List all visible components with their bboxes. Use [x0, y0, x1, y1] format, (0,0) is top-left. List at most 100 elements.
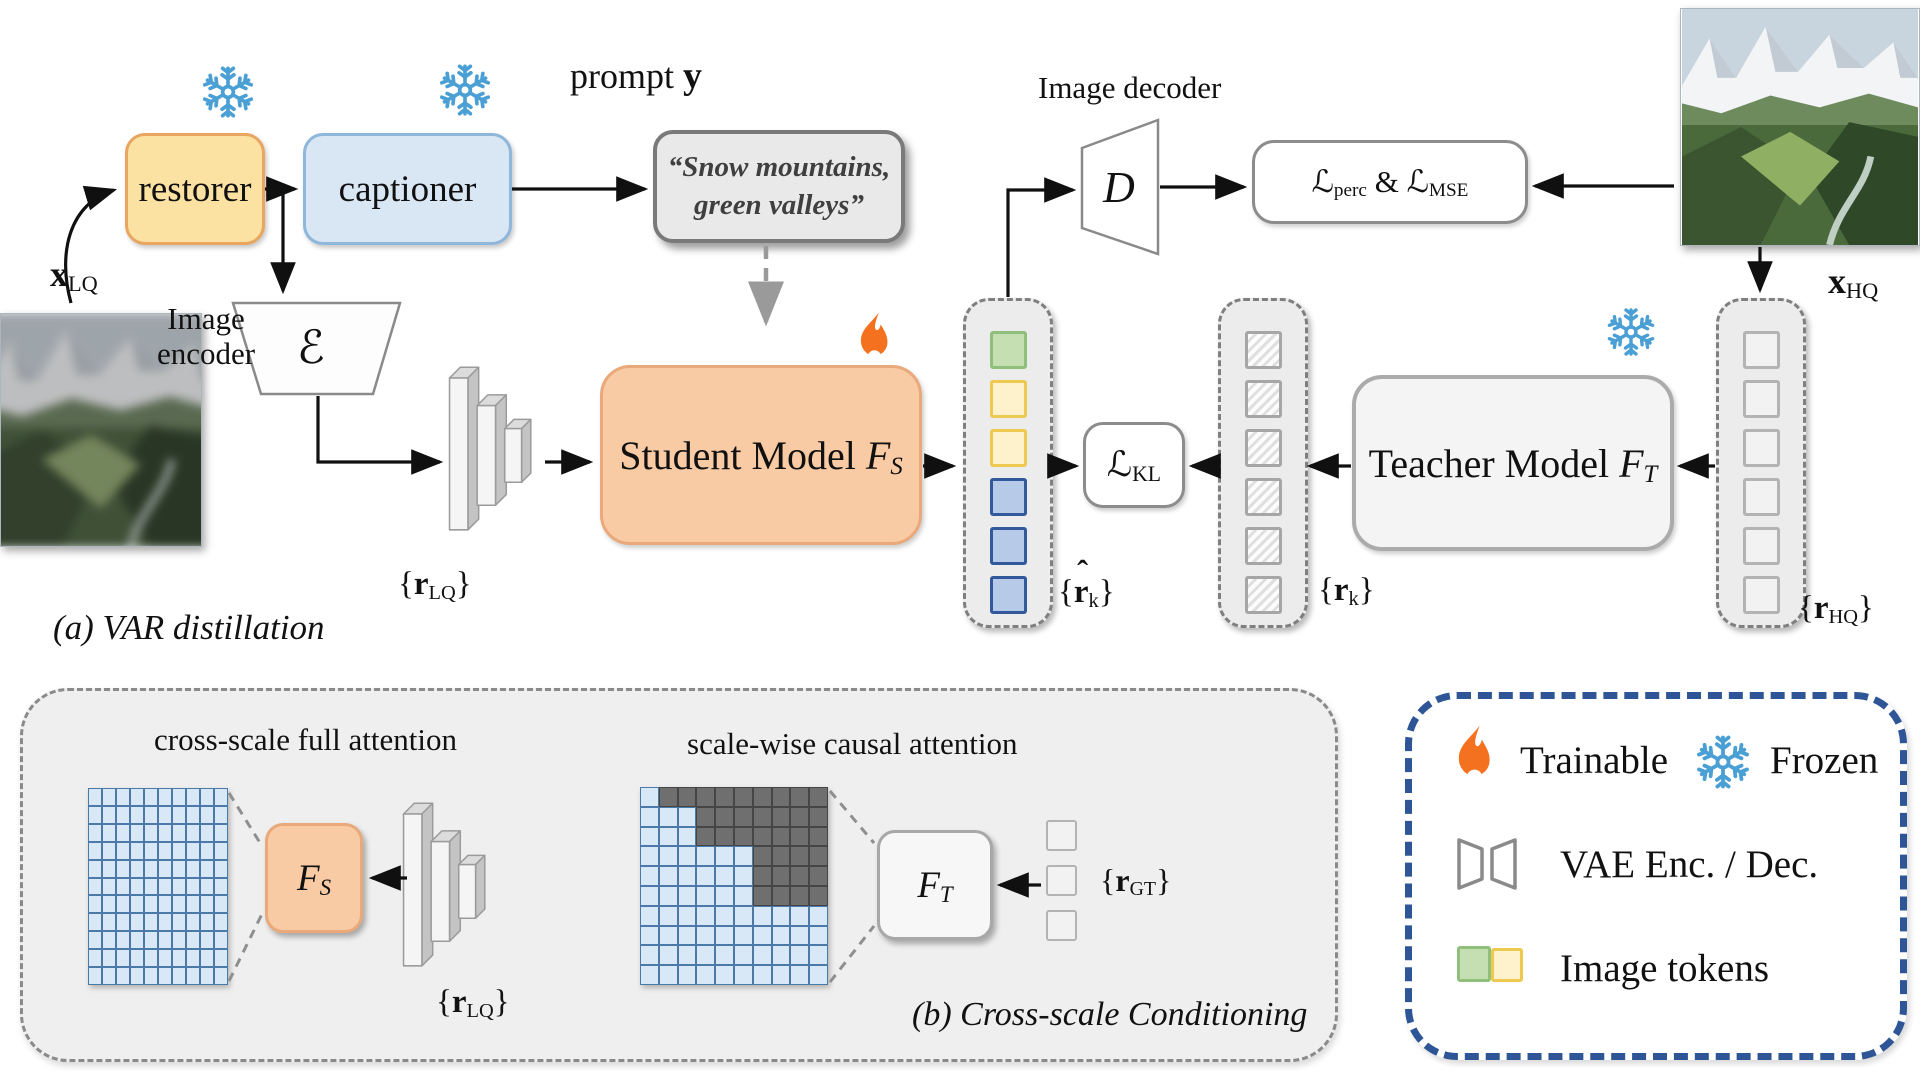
teacher-token-column	[1218, 298, 1308, 628]
attention-cell	[186, 949, 200, 968]
attention-cell	[790, 905, 810, 926]
attention-cell	[130, 895, 144, 914]
attention-cell	[200, 823, 214, 842]
attention-cell	[88, 788, 102, 806]
attention-cell	[172, 788, 186, 806]
full-attention-grid	[88, 788, 228, 985]
perc-mse-loss-box: ℒperc & ℒMSE	[1252, 140, 1528, 224]
attention-cell	[715, 787, 734, 807]
student-fs-box: FS	[265, 823, 363, 933]
frozen-snowflake-icon	[200, 64, 256, 120]
attention-cell	[130, 823, 144, 842]
full-attention-title: cross-scale full attention	[154, 722, 458, 757]
attention-cell	[144, 949, 158, 968]
feature-map-stack-top	[448, 366, 532, 531]
attention-cell	[88, 841, 102, 860]
attention-cell	[658, 787, 678, 807]
attention-cell	[790, 945, 810, 966]
attention-cell	[158, 877, 172, 896]
r-k-label: {rk}	[1318, 572, 1375, 610]
attention-cell	[790, 787, 810, 807]
attention-cell	[172, 859, 186, 878]
attention-cell	[116, 841, 130, 860]
attention-cell	[158, 805, 172, 824]
encoder-symbol: ℰ	[297, 322, 325, 373]
attention-cell	[130, 841, 144, 860]
attention-cell	[752, 885, 772, 906]
image-token-plain	[1742, 576, 1780, 614]
green-token-swatch	[1457, 946, 1491, 982]
attention-cell	[771, 905, 791, 926]
attention-cell	[640, 925, 659, 946]
attention-cell	[214, 895, 228, 914]
attention-cell	[144, 859, 158, 878]
attention-cell	[88, 967, 102, 985]
student-model-box: Student Model FS	[600, 365, 922, 545]
attention-cell	[733, 945, 753, 966]
attention-cell	[186, 931, 200, 950]
attention-cell	[677, 846, 697, 867]
attention-cell	[771, 787, 791, 807]
attention-cell	[640, 787, 659, 807]
attention-cell	[102, 895, 116, 914]
attention-cell	[130, 788, 144, 806]
hq-token-column	[1716, 298, 1806, 628]
attention-cell	[715, 826, 734, 847]
attention-cell	[696, 965, 716, 985]
image-token-hatch	[1244, 576, 1282, 614]
image-token-hatch	[1244, 527, 1282, 565]
attention-cell	[158, 859, 172, 878]
attention-cell	[214, 788, 228, 806]
attention-cell	[677, 787, 697, 807]
image-token-plain	[1046, 865, 1077, 896]
attention-cell	[172, 967, 186, 985]
attention-cell	[144, 805, 158, 824]
attention-cell	[752, 866, 772, 886]
attention-cell	[733, 925, 753, 946]
perc-mse-loss-label: ℒperc & ℒMSE	[1311, 164, 1469, 202]
image-token-plain	[1742, 380, 1780, 418]
attention-cell	[130, 877, 144, 896]
attention-cell	[214, 823, 228, 842]
attention-cell	[200, 913, 214, 932]
attention-cell	[186, 967, 200, 985]
attention-cell	[733, 965, 753, 985]
low-quality-input-image	[0, 313, 202, 547]
attention-cell	[752, 826, 772, 847]
attention-cell	[186, 877, 200, 896]
attention-cell	[752, 787, 772, 807]
attention-cell	[144, 967, 158, 985]
image-token-yellow	[989, 429, 1027, 467]
attention-cell	[658, 806, 678, 827]
attention-cell	[200, 841, 214, 860]
attention-cell	[214, 841, 228, 860]
attention-cell	[809, 905, 828, 926]
attention-cell	[790, 965, 810, 985]
attention-cell	[186, 823, 200, 842]
decoder-symbol: D	[1103, 163, 1135, 212]
attention-cell	[144, 823, 158, 842]
attention-cell	[130, 967, 144, 985]
attention-cell	[771, 945, 791, 966]
legend-frozen-label: Frozen	[1770, 739, 1879, 782]
attention-cell	[214, 877, 228, 896]
attention-cell	[102, 913, 116, 932]
legend-trainable-fire-icon	[1448, 724, 1500, 782]
attention-cell	[658, 866, 678, 886]
image-token-hatch	[1244, 331, 1282, 369]
attention-cell	[88, 949, 102, 968]
attention-cell	[102, 823, 116, 842]
yellow-token-swatch	[1491, 948, 1523, 982]
attention-cell	[640, 806, 659, 827]
attention-cell	[88, 931, 102, 950]
attention-cell	[677, 826, 697, 847]
attention-cell	[790, 885, 810, 906]
attention-cell	[677, 885, 697, 906]
attention-cell	[790, 846, 810, 867]
legend-trainable-label: Trainable	[1520, 739, 1669, 782]
attention-cell	[733, 826, 753, 847]
attention-cell	[130, 805, 144, 824]
attention-cell	[102, 859, 116, 878]
attention-cell	[214, 913, 228, 932]
